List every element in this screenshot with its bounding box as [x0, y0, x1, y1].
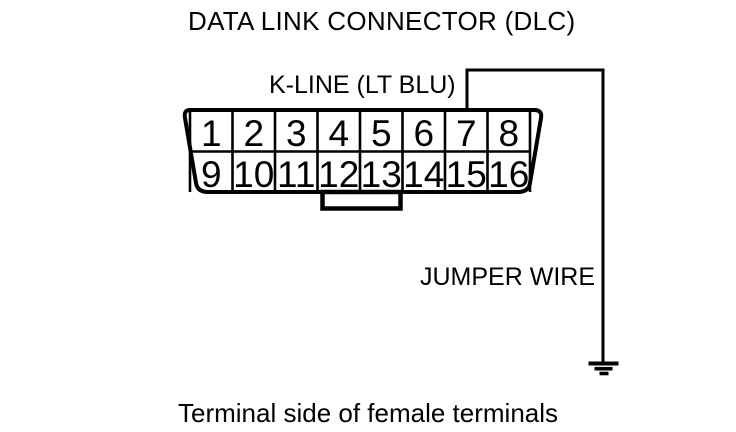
terminal-13: 13 [361, 154, 402, 195]
diagram-title: DATA LINK CONNECTOR (DLC) [188, 6, 576, 36]
ground-bar-medium [594, 366, 613, 371]
terminal-8: 8 [498, 113, 519, 154]
terminal-12: 12 [318, 154, 359, 195]
terminal-14: 14 [403, 154, 444, 195]
jumper-wire-label: JUMPER WIRE [420, 263, 595, 291]
terminal-1: 1 [201, 113, 222, 154]
terminal-10: 10 [233, 154, 274, 195]
ground-icon [588, 361, 619, 376]
terminal-15: 15 [446, 154, 487, 195]
terminal-5: 5 [371, 113, 392, 154]
terminal-11: 11 [277, 154, 315, 195]
connector-key-tab [320, 189, 403, 211]
terminal-4: 4 [328, 113, 349, 154]
terminal-2: 2 [243, 113, 264, 154]
diagram-caption: Terminal side of female terminals [178, 398, 559, 428]
k-line-wire-label: K-LINE (LT BLU) [269, 71, 456, 99]
jumper-wire-line [465, 68, 605, 363]
terminal-16: 16 [488, 154, 529, 195]
terminal-3: 3 [286, 113, 307, 154]
terminal-9: 9 [201, 154, 222, 195]
terminal-7: 7 [456, 113, 477, 154]
terminal-6: 6 [413, 113, 434, 154]
terminal-grid [188, 110, 532, 192]
ground-bar-small [599, 371, 609, 376]
ground-bar-wide [588, 361, 619, 366]
